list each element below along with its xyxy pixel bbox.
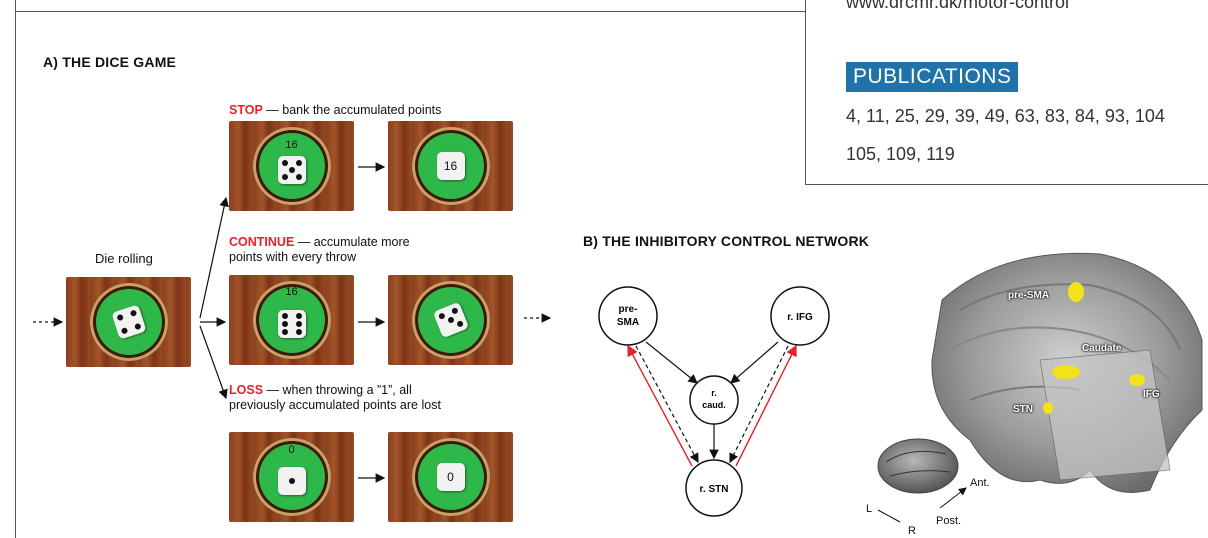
dice-game-arrows	[33, 162, 552, 483]
panel-stop-die: 16	[229, 121, 354, 211]
dice-game-title: A) THE DICE GAME	[43, 54, 177, 70]
edge-stn-to-presma-red	[627, 344, 693, 467]
stop-caption: STOP — bank the accumulated points	[229, 103, 441, 118]
publications-list-line2: 105, 109, 119	[846, 144, 955, 164]
website-url[interactable]: www.drcmr.dk/motor-control	[846, 0, 1070, 12]
panel-die-rolling	[66, 277, 191, 367]
banked-score: 16	[443, 159, 458, 173]
node-rifg	[770, 286, 830, 346]
lost-score: 0	[447, 470, 454, 484]
mri-label-ifg: IFG	[1143, 389, 1160, 400]
panel-loss-result: 0	[388, 432, 513, 522]
panel-loss-die: 0	[229, 432, 354, 522]
continue-text-line2: points with every throw	[229, 250, 357, 264]
node-presma-label2: SMA	[617, 317, 639, 328]
node-presma	[598, 286, 658, 346]
edge-presma-to-caud	[645, 341, 698, 384]
loss-text-line2: previously accumulated points are lost	[229, 398, 441, 412]
stop-text: — bank the accumulated points	[262, 103, 442, 117]
orientation-ant: Ant.	[970, 477, 990, 489]
node-rcaud-label1: r.	[711, 388, 717, 398]
network-diagram: pre- SMA r. IFG r. caud. r. STN	[598, 286, 830, 517]
orientation-lr-axis	[877, 509, 901, 523]
stop-keyword: STOP	[229, 103, 263, 117]
lost-score-tile: 0	[436, 463, 465, 491]
frame-left-border	[15, 0, 16, 538]
continue-text: — accumulate more	[294, 235, 410, 249]
panel-continue-die: 16	[229, 275, 354, 365]
banked-score-tile: 16	[436, 152, 465, 180]
node-rcaud	[689, 375, 739, 425]
loss-text: — when throwing a ”1”, all	[263, 383, 412, 397]
mri-brain-illustration: Ant. Post. L R	[866, 252, 1203, 537]
arrow-to-stop	[199, 196, 229, 319]
die-five	[277, 156, 306, 184]
region-ifg	[1129, 374, 1145, 386]
edge-rifg-to-stn-dashed	[729, 345, 789, 464]
continue-points: 16	[285, 286, 298, 298]
region-presma	[1068, 282, 1084, 302]
continue-keyword: CONTINUE	[229, 235, 295, 249]
stop-points: 16	[285, 139, 298, 151]
node-rstn-label: r. STN	[700, 484, 729, 495]
region-caudate	[1052, 365, 1080, 379]
edge-presma-to-stn-dashed	[635, 345, 699, 464]
node-rcaud-label2: caud.	[702, 400, 726, 410]
node-rstn	[685, 459, 743, 517]
die-six	[277, 310, 306, 338]
orientation-ant-arrow	[939, 487, 967, 509]
mri-label-caudate: Caudate	[1082, 343, 1122, 354]
panel-stop-result: 16	[388, 121, 513, 211]
frame-top-border	[15, 11, 805, 12]
mri-label-presma: pre-SMA	[1008, 290, 1050, 301]
edge-stn-to-rifg-red	[735, 344, 797, 467]
edge-rifg-to-caud	[730, 341, 779, 384]
node-presma-label1: pre-	[619, 304, 638, 315]
small-brain-icon	[877, 438, 959, 494]
loss-keyword: LOSS	[229, 383, 264, 397]
mri-label-stn: STN	[1013, 404, 1033, 415]
publications-list-line1: 4, 11, 25, 29, 39, 49, 63, 83, 84, 93, 1…	[846, 106, 1165, 126]
die-rolling-label: Die rolling	[95, 251, 153, 266]
publications-heading: PUBLICATIONS	[846, 62, 1019, 92]
network-title: B) THE INHIBITORY CONTROL NETWORK	[583, 233, 870, 249]
orientation-r: R	[908, 525, 916, 537]
orientation-l: L	[866, 503, 872, 515]
loss-points: 0	[288, 444, 295, 456]
info-box	[805, 0, 1208, 185]
arrow-to-loss	[199, 325, 228, 400]
region-stn	[1043, 402, 1053, 414]
panel-continue-next-roll	[388, 275, 513, 365]
node-rifg-label: r. IFG	[787, 312, 813, 323]
orientation-post: Post.	[936, 515, 961, 527]
die-one	[277, 467, 306, 495]
